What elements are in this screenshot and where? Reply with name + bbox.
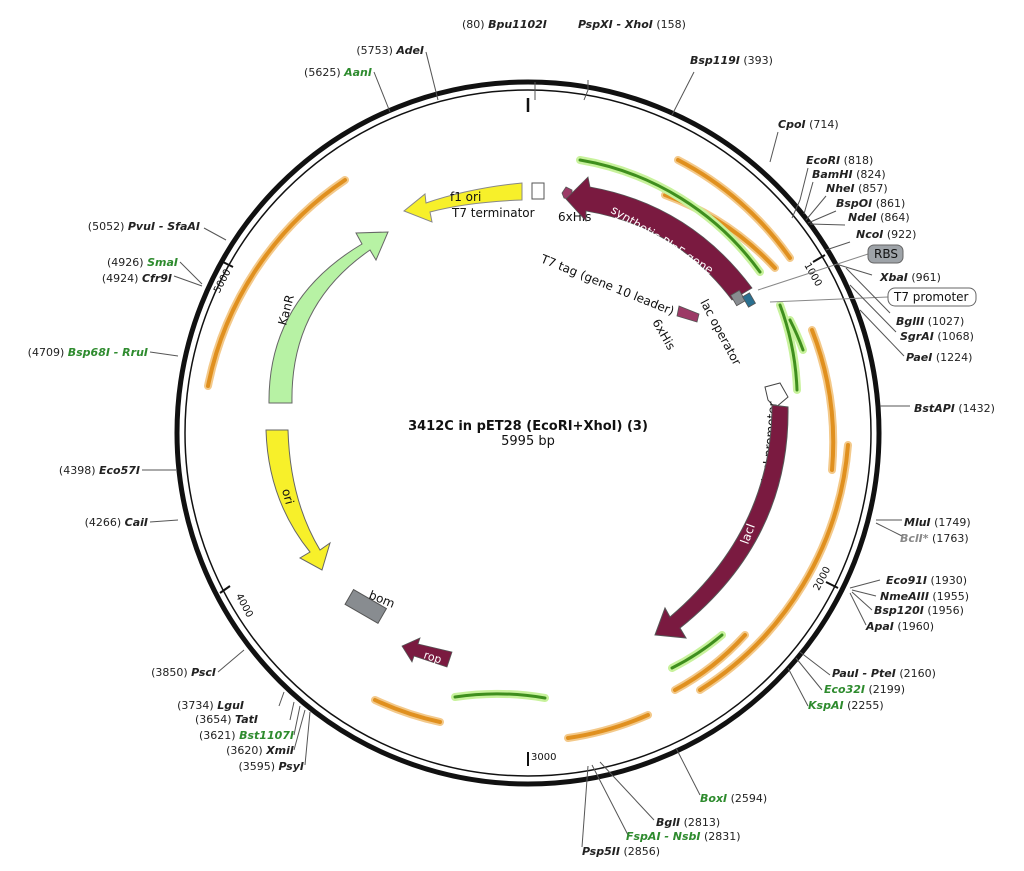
site-tati[interactable]: (3654) TatI — [195, 713, 258, 726]
site-pspxi-xhoi[interactable]: PspXI - XhoI (158) — [578, 18, 686, 31]
site-aani[interactable]: (5625) AanI — [304, 66, 372, 79]
backbone-inner-line — [184, 89, 872, 777]
position-ticks: 1000 2000 3000 4000 5000 — [212, 254, 839, 766]
site-bspoi[interactable]: BspOI (861) — [836, 197, 905, 210]
t7-promoter-leader — [769, 296, 889, 303]
lac-operator-label: lac operator — [697, 297, 744, 368]
site-bcli[interactable]: BclI* (1763) — [900, 532, 969, 545]
t7-promoter-label: T7 promoter — [893, 290, 969, 304]
rop-label: rop — [422, 648, 443, 666]
site-ncoi[interactable]: NcoI (922) — [856, 228, 916, 241]
site-fspai-nsbi[interactable]: FspAI - NsbI (2831) — [626, 830, 741, 843]
map-length: 5995 bp — [501, 434, 555, 449]
site-boxi[interactable]: BoxI (2594) — [700, 792, 767, 805]
site-smai[interactable]: (4926) SmaI — [107, 256, 178, 269]
synthetic-gene-feature — [565, 176, 753, 301]
site-eco91i[interactable]: Eco91I (1930) — [886, 574, 967, 587]
tick-3000: 3000 — [531, 752, 556, 763]
site-leaders — [142, 51, 910, 848]
site-paui-ptei[interactable]: PauI - PteI (2160) — [832, 667, 936, 680]
orange-orfs — [204, 156, 852, 742]
site-bamhi[interactable]: BamHI (824) — [812, 168, 886, 181]
site-bglii[interactable]: BglII (1027) — [896, 315, 964, 328]
site-nhei[interactable]: NheI (857) — [826, 182, 888, 195]
t7-promoter-box[interactable] — [887, 287, 977, 307]
f1-ori-feature — [403, 182, 523, 223]
site-sgrai[interactable]: SgrAI (1068) — [900, 330, 974, 343]
site-ndei[interactable]: NdeI (864) — [848, 211, 910, 224]
site-cpoi[interactable]: CpoI (714) — [778, 118, 839, 131]
bom-feature — [344, 588, 388, 624]
map-title: 3412C in pET28 (EcoRI+XhoI) (3) — [408, 419, 648, 434]
rbs-label: RBS — [874, 247, 898, 261]
site-bgli[interactable]: BglI (2813) — [656, 816, 720, 829]
t7-promoter-small-box — [741, 292, 757, 308]
ori-feature — [265, 429, 331, 571]
laci-feature — [654, 404, 789, 639]
site-bsp120i[interactable]: Bsp120I (1956) — [874, 604, 964, 617]
site-eco57i[interactable]: (4398) Eco57I — [59, 464, 140, 477]
tick-4000: 4000 — [233, 592, 255, 620]
backbone-circle — [174, 79, 882, 787]
site-cfr9i[interactable]: (4924) Cfr9I — [102, 272, 172, 285]
site-ecori[interactable]: EcoRI (818) — [806, 154, 873, 167]
site-mlui[interactable]: MluI (1749) — [904, 516, 971, 529]
rbs-box[interactable] — [867, 244, 904, 264]
sixhis-bottom-feature — [676, 305, 700, 323]
site-bsp68i-rrui[interactable]: (4709) Bsp68I - RruI — [28, 346, 148, 359]
site-bstapi[interactable]: BstAPI (1432) — [914, 402, 995, 415]
rop-feature — [401, 637, 453, 668]
site-psyi[interactable]: (3595) PsyI — [238, 760, 304, 773]
site-xbai[interactable]: XbaI (961) — [879, 271, 941, 284]
site-caii[interactable]: (4266) CaiI — [85, 516, 148, 529]
green-orfs — [451, 156, 807, 702]
f1-ori-label: f1 ori — [450, 190, 481, 204]
laci-promoter-feature — [764, 382, 789, 409]
site-apai[interactable]: ApaI (1960) — [865, 620, 934, 633]
site-bsp119i[interactable]: Bsp119I (393) — [690, 54, 773, 67]
site-pvui-sfaai[interactable]: (5052) PvuI - SfaAI — [88, 220, 200, 233]
sixhis-bottom-label: 6xHis — [649, 317, 678, 353]
t7-tag-label: T7 tag (gene 10 leader) — [538, 251, 676, 318]
t7-terminator-box — [531, 182, 545, 200]
site-eco32i[interactable]: Eco32I (2199) — [824, 683, 905, 696]
site-lgui[interactable]: (3734) LguI — [177, 699, 244, 712]
site-kspai[interactable]: KspAI (2255) — [808, 699, 884, 712]
kanr-feature — [268, 231, 389, 404]
t7-terminator-label: T7 terminator — [451, 206, 535, 220]
site-xmii[interactable]: (3620) XmiI — [226, 744, 294, 757]
lac-operator-box — [730, 289, 746, 307]
rbs-leader — [757, 253, 869, 291]
site-psci[interactable]: (3850) PscI — [151, 666, 216, 679]
site-bst1107i[interactable]: (3621) Bst1107I — [199, 729, 294, 742]
site-psp5ii[interactable]: Psp5II (2856) — [582, 845, 660, 858]
site-adei[interactable]: (5753) AdeI — [356, 44, 424, 57]
restriction-sites: (80) Bpu1102I PspXI - XhoI (158) Bsp119I… — [28, 18, 995, 858]
site-paei[interactable]: PaeI (1224) — [906, 351, 972, 364]
ori-label: ori — [279, 487, 297, 506]
site-nmeaiii[interactable]: NmeAIII (1955) — [880, 590, 969, 603]
site-bpu1102i[interactable]: (80) Bpu1102I — [462, 18, 547, 31]
laci-label: lacI — [738, 522, 758, 546]
